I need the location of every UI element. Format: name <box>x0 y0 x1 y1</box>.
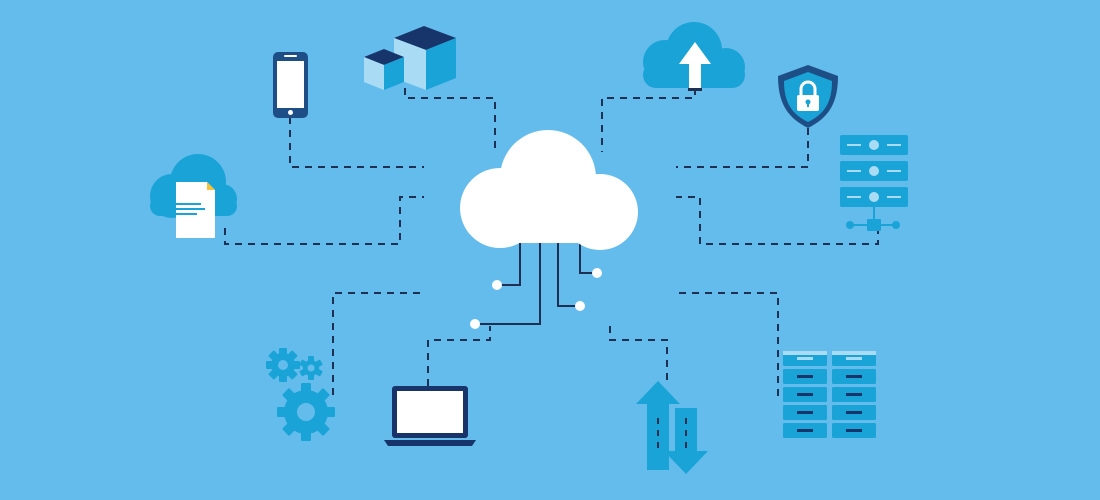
trace-nodes <box>470 268 602 329</box>
gear-large-icon <box>277 383 335 441</box>
drawer-handle <box>797 393 813 396</box>
shield-lock-icon <box>778 65 838 128</box>
connector-gears <box>332 292 424 395</box>
trace-1 <box>497 243 521 286</box>
drawer-handle <box>846 429 862 432</box>
trace-node <box>492 280 502 290</box>
drawer-handle <box>846 393 862 396</box>
rack-cap <box>783 351 827 355</box>
connector-sync <box>609 320 668 380</box>
drawer-handle <box>846 357 862 360</box>
connector-cloud-upload <box>601 88 696 152</box>
connector-smartphone <box>289 117 424 168</box>
cloud-upload-icon <box>643 22 745 91</box>
cloud-icon <box>460 130 638 250</box>
connector-server-network <box>676 196 879 245</box>
connectors <box>224 88 879 396</box>
trace-node <box>575 301 585 311</box>
server-network-icon <box>840 135 908 231</box>
connector-shield <box>676 128 809 168</box>
rack-cap <box>832 351 876 355</box>
database-rack-icon <box>783 351 876 438</box>
drawer-handle <box>797 411 813 414</box>
trace-4 <box>579 243 597 274</box>
drawer-handle <box>797 429 813 432</box>
circuit-traces <box>475 243 597 325</box>
connector-cubes <box>404 88 496 152</box>
drawer-handle <box>797 357 813 360</box>
sync-arrows-icon <box>636 381 708 474</box>
cloud-document-icon <box>150 154 237 238</box>
smartphone-icon <box>273 52 308 118</box>
connector-database <box>676 292 779 396</box>
laptop-icon <box>384 386 476 446</box>
trace-3 <box>557 243 580 307</box>
trace-2 <box>475 243 541 325</box>
drawer-handle <box>797 375 813 378</box>
drawer-handle <box>846 411 862 414</box>
trace-node <box>470 319 480 329</box>
cubes-icon <box>364 26 456 90</box>
drawer-handle <box>846 375 862 378</box>
gears-icon <box>266 348 335 441</box>
trace-node <box>592 268 602 278</box>
